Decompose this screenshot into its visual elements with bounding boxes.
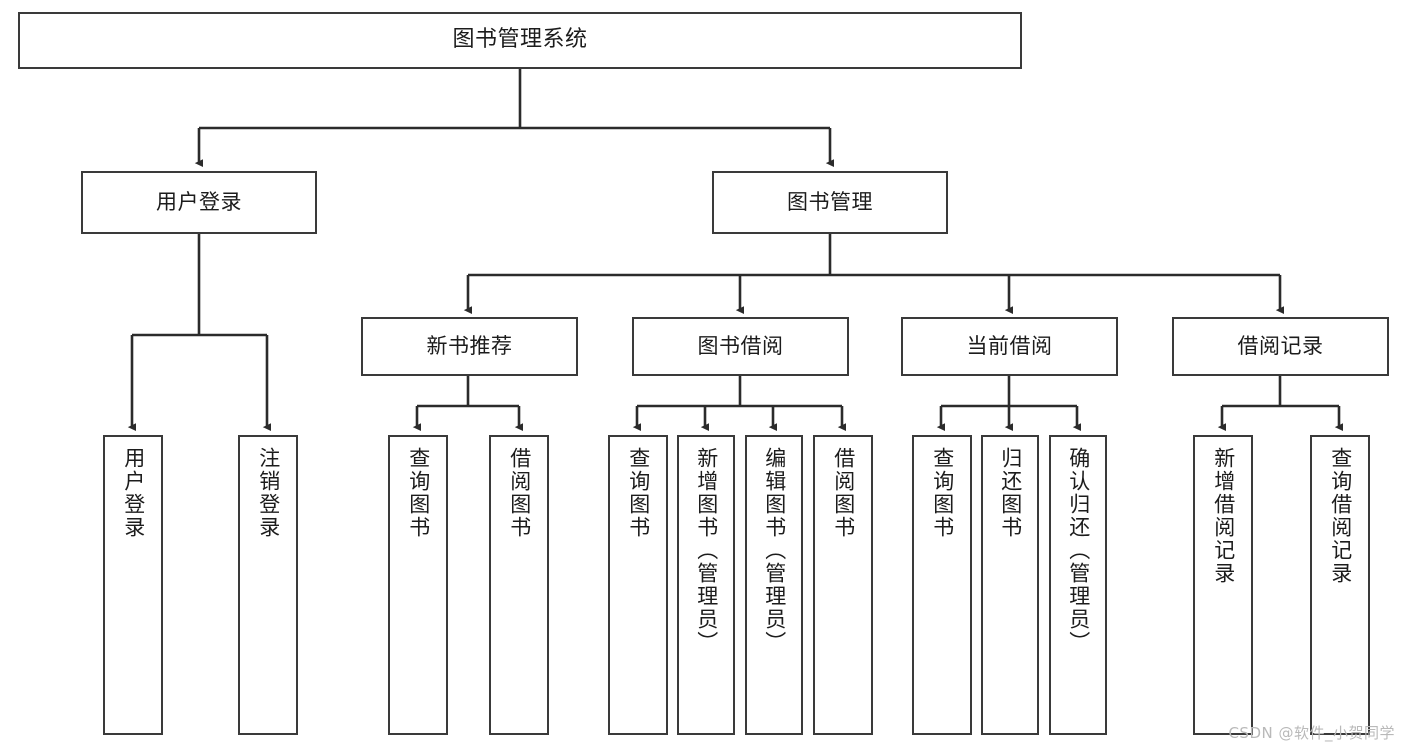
node-label: 图书借阅 [697, 333, 784, 358]
leaf-current-query-book[interactable]: 查询图书 [912, 435, 972, 735]
node-book-management[interactable]: 图书管理 [712, 171, 948, 234]
node-label: 查询图书 [406, 447, 431, 539]
leaf-user-login-logout[interactable]: 注销登录 [238, 435, 298, 735]
leaf-borrow-add-book[interactable]: 新增图书（管理员） [677, 435, 735, 735]
node-label: 新增图书（管理员） [694, 447, 719, 654]
node-label: 借阅记录 [1237, 333, 1324, 358]
leaf-user-login-login[interactable]: 用户登录 [103, 435, 163, 735]
leaf-recommend-borrow-book[interactable]: 借阅图书 [489, 435, 549, 735]
node-book-borrow[interactable]: 图书借阅 [632, 317, 849, 376]
leaf-recommend-query-book[interactable]: 查询图书 [388, 435, 448, 735]
node-label: 查询图书 [930, 447, 955, 539]
leaf-current-confirm-return[interactable]: 确认归还（管理员） [1049, 435, 1107, 735]
leaf-borrow-query-book[interactable]: 查询图书 [608, 435, 668, 735]
node-label: 确认归还（管理员） [1066, 447, 1091, 654]
node-borrow-record[interactable]: 借阅记录 [1172, 317, 1389, 376]
node-label: 查询图书 [626, 447, 651, 539]
node-label: 归还图书 [998, 447, 1023, 539]
leaf-record-query-record[interactable]: 查询借阅记录 [1310, 435, 1370, 735]
leaf-borrow-edit-book[interactable]: 编辑图书（管理员） [745, 435, 803, 735]
leaf-current-return-book[interactable]: 归还图书 [981, 435, 1039, 735]
node-label: 借阅图书 [507, 447, 532, 539]
node-label: 编辑图书（管理员） [762, 447, 787, 654]
node-label: 查询借阅记录 [1328, 447, 1353, 585]
node-new-book-recommend[interactable]: 新书推荐 [361, 317, 578, 376]
node-label: 图书管理 [787, 189, 873, 214]
leaf-borrow-borrow-book[interactable]: 借阅图书 [813, 435, 873, 735]
node-label: 图书管理系统 [452, 27, 588, 53]
node-current-borrow[interactable]: 当前借阅 [901, 317, 1118, 376]
node-label: 新书推荐 [426, 333, 513, 358]
node-root-system[interactable]: 图书管理系统 [18, 12, 1022, 69]
node-label: 注销登录 [256, 447, 281, 539]
leaf-record-add-record[interactable]: 新增借阅记录 [1193, 435, 1253, 735]
node-label: 用户登录 [121, 447, 146, 539]
node-label: 当前借阅 [966, 333, 1053, 358]
node-label: 新增借阅记录 [1211, 447, 1236, 585]
watermark-text: CSDN @软件_小贺同学 [1228, 724, 1395, 742]
node-label: 用户登录 [156, 189, 242, 214]
node-user-login[interactable]: 用户登录 [81, 171, 317, 234]
node-label: 借阅图书 [831, 447, 856, 539]
